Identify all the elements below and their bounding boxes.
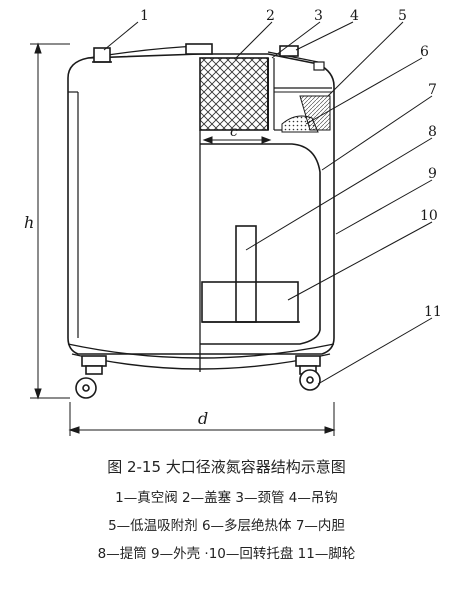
callout-9: 9 [428, 166, 437, 182]
callout-3: 3 [314, 8, 323, 24]
legend-line-3: 8—提筒 9—外壳 ·10—回转托盘 11—脚轮 [97, 546, 356, 562]
dimension-c-label: c [230, 124, 238, 140]
legend-line-1: 1—真空阀 2—盖塞 3—颈管 4—吊钩 [115, 490, 338, 506]
callout-5: 5 [398, 8, 407, 24]
callout-6: 6 [420, 44, 429, 60]
lifting-cylinder [235, 225, 257, 323]
callout-10: 10 [420, 208, 438, 224]
legend-line-2: 5—低温吸附剂 6—多层绝热体 7—内胆 [108, 518, 345, 534]
callout-1: 1 [140, 8, 149, 24]
outer-shell [67, 53, 335, 355]
callout-4: 4 [350, 8, 359, 24]
callout-8: 8 [428, 124, 437, 140]
nitrogen-container-diagram: 1 2 3 4 5 6 7 8 9 10 11 h d c [24, 8, 442, 436]
callout-2: 2 [266, 8, 275, 24]
dimension-d-label: d [198, 409, 208, 428]
figure-caption: 图 2-15 大口径液氮容器结构示意图 [107, 458, 346, 476]
caster-right [295, 355, 321, 391]
callout-11: 11 [424, 304, 442, 320]
callout-7: 7 [428, 82, 437, 98]
inner-vessel [200, 143, 321, 345]
caster-left [75, 355, 107, 399]
dimension-h-label: h [24, 213, 34, 232]
